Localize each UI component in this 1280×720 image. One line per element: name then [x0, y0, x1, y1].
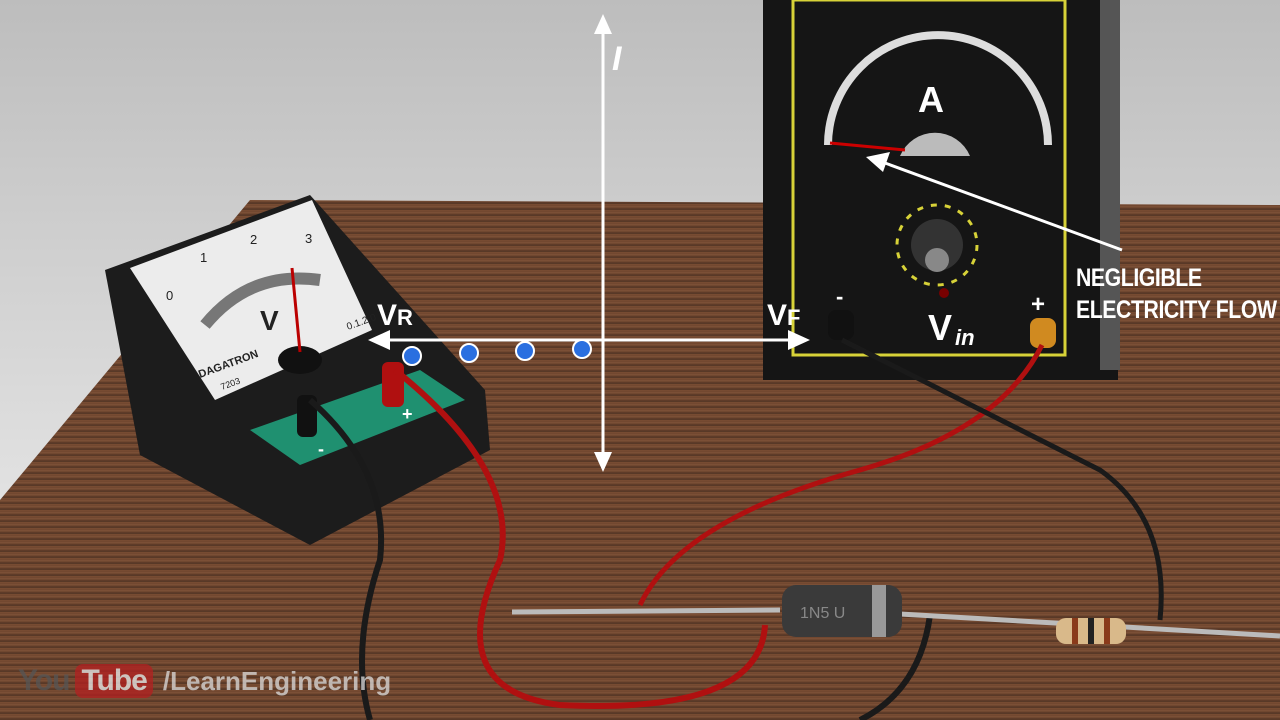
black-wire-diode [858, 614, 933, 720]
vin-label: V [928, 307, 952, 348]
electron [515, 341, 535, 361]
callout-line-1: NEGLIGIBLE [1076, 264, 1202, 292]
black-wire-supply [840, 337, 1164, 621]
voltmeter-pos: + [402, 404, 413, 424]
scale-tick-0: 0 [166, 288, 173, 303]
supply-pos: + [1031, 291, 1045, 318]
callout-arrow [866, 152, 1123, 252]
black-wire-voltmeter [308, 397, 385, 720]
power-supply [763, 0, 1120, 380]
electron [402, 346, 422, 366]
scale-tick-1: 1 [200, 250, 207, 265]
voltage-axis [368, 330, 810, 350]
electrons [402, 339, 592, 366]
callout-line-2: ELECTRICITY FLOW [1076, 296, 1277, 324]
youtube-watermark: You Tube /LearnEngineering [18, 664, 391, 698]
voltmeter-unit: V [260, 305, 279, 336]
supply-neg: - [836, 284, 843, 309]
voltmeter-neg: - [318, 439, 324, 459]
vf-label: V [767, 299, 787, 332]
watermark-channel: /LearnEngineering [162, 665, 392, 696]
voltmeter [105, 195, 490, 545]
scale-tick-2: 2 [250, 232, 257, 247]
watermark-tube: Tube [75, 664, 153, 698]
current-axis-label: I [612, 40, 623, 78]
vf-sub: F [787, 305, 800, 330]
electron [459, 343, 479, 363]
vr-sub: R [397, 305, 413, 330]
scale-tick-3: 3 [305, 231, 312, 246]
diode-marking: 1N5 U [800, 605, 845, 622]
electron [572, 339, 592, 359]
red-wire-voltmeter [393, 367, 768, 709]
current-axis [594, 14, 612, 472]
vr-label: V [377, 299, 397, 332]
ammeter-unit: A [918, 79, 944, 120]
red-wire-supply [637, 343, 1045, 607]
callout-text: NEGLIGIBLE ELECTRICITY FLOW [1076, 262, 1277, 326]
watermark-you: You [18, 664, 70, 697]
vin-sub: in [955, 325, 975, 350]
